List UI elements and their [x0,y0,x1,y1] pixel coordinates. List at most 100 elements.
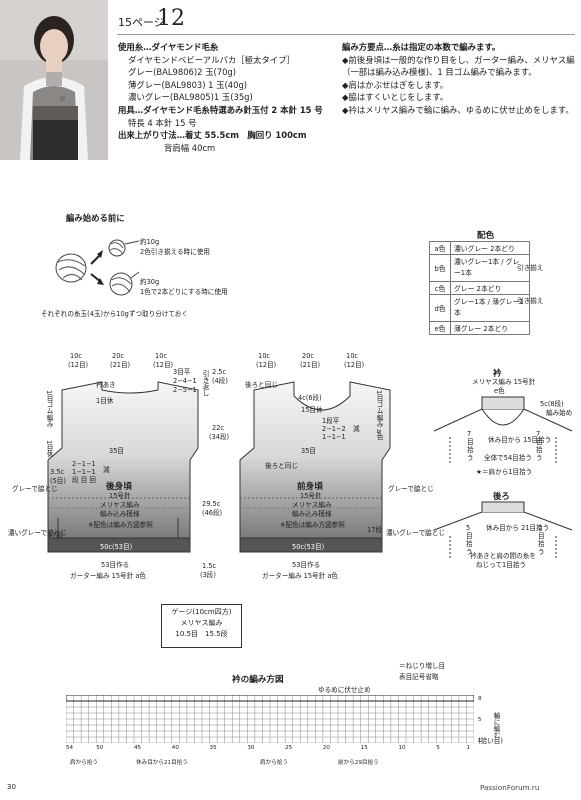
collar-back-title: 後ろ [493,491,510,501]
back-dim: (12目) [153,361,174,369]
back-garter-h: 1.5c [202,562,217,570]
front-dim: 20c [302,352,315,360]
collar-back-picked: 休み目から 21目拾う [486,524,550,532]
collar-height: 5c(8段) [540,400,564,408]
materials-list: 使用糸…ダイヤモンド毛糸 ダイヤモンドベビーアルパカ［極太タイプ］ グレー(BA… [118,41,323,154]
back-yoke-h: 22c [212,424,225,432]
chart-x-label: 50 [96,745,104,751]
chart-legend-1: ＝ねじり増し目 [399,662,446,670]
materials-line: ダイヤモンドベビーアルパカ［極太タイプ］ [128,54,295,65]
gauge-value: 10.5目 15.5段 [175,630,228,638]
back-cast-on: 53目作る [101,561,130,569]
collar-back-pick-right: 5目拾う [538,524,545,556]
ball1-note: 2色引き揃える時に使用 [140,248,210,256]
materials-line: 濃いグレー(BAL9805)1 玉(35g) [128,92,253,103]
back-armhole-dec: 1−1−1 [72,468,96,476]
front-neck-dec: 1−1−1 [322,433,346,441]
color-label: c色 [429,281,451,295]
points-line: （一部は編み込み模様)、1 目ゴム編みで編みます。 [342,67,537,78]
back-neck: 衿あき [96,381,116,389]
back-rib-left: 1目ゴム編み [45,390,53,428]
yarn-balls-illustration [55,239,140,296]
collar-pick-right: 7目拾う [536,430,543,462]
color-value-text: 濃いグレー1本 / グレー1本 [454,258,520,277]
back-side-1: グレーで脇とじ [12,485,58,493]
back-side-2: 濃いグレーで脇とじ [8,529,67,537]
back-35: 35目 [109,447,124,455]
back-armhole-c: 3.5c [50,468,65,476]
gauge-title: ゲージ(10cm四方) [171,608,232,616]
front-same-back: 後ろと同じ [265,462,298,470]
color-label: b色 [429,254,451,282]
back-armhole-dec: 段 目 回 [72,476,96,484]
color-value: 薄グレー 2本どり [450,321,530,335]
collar-back-note2: ねじって1目拾う [476,561,527,569]
collar-pick-left: 7目拾う [467,430,474,462]
collar-stitch: メリヤス編み 15号針 [472,378,536,386]
materials-line: グレー(BAL9806)2 玉(70g) [128,67,236,78]
collar-start: 編み始め [546,409,573,417]
chart-x-label: 35 [209,745,217,751]
back-title: 後身頃 [106,482,132,492]
before-knit-note: それぞれの糸玉(4玉)から10gずつ取り分けておく [41,310,188,318]
page-label: 15ページ [118,16,165,29]
materials-line: 背肩幅 40cm [164,142,216,153]
front-garter: ガーター編み 15号針 a色 [262,572,338,580]
back-color-note: ※配色は編み方図参照 [88,521,153,529]
front-dim: (12目) [256,361,277,369]
chart-side-label: 輪に編む [492,712,500,739]
ball2-weight: 約30g [140,278,160,286]
color-label: a色 [429,241,451,255]
back-body-rows: (46段) [202,509,223,517]
back-dim: 10c [155,352,168,360]
front-dim: 10c [346,352,359,360]
chart-bind-off-row [66,695,474,702]
color-row: c色 グレー 2本どり [429,281,530,295]
front-neck-rest: 15目休 [301,406,323,414]
title-rule [117,34,575,35]
front-title: 前身頃 [297,482,323,492]
chart-row-label: 1 [478,738,482,744]
color-label: e色 [429,321,451,335]
chart-x-label: 5 [436,745,440,751]
gauge-stitch: メリヤス編み [180,619,223,627]
back-garter: ガーター編み 15号針 a色 [70,572,146,580]
color-row: e色 薄グレー 2本どり [429,321,530,335]
back-dec: 減 [103,466,110,474]
chart-from-back: 休み目から21目拾う [136,760,188,766]
back-bottom-w: 50c(53目) [100,543,133,551]
points-line: ◆前後身頃は一般的な作り目をし、ガーター編み、メリヤス編 [342,54,575,65]
points-line: ◆肩はかぶせはぎをします。 [342,79,449,90]
points-line: ◆衿はメリヤス編みで輪に編み、ゆるめに伏せ止めをします。 [342,104,574,115]
before-knit-title: 編み始める前に [66,213,125,223]
color-value: グレー 2本どり [450,281,530,295]
chart-pick-label: (拾い目) [478,737,503,745]
collar-chart-grid [66,695,474,743]
front-pattern: 編み込み模様 [292,510,332,518]
front-neck-dec: 2−1−2 [322,425,346,433]
front-color-note: ※配色は編み方図参照 [280,521,345,529]
chart-x-label: 15 [360,745,368,751]
chart-title: 衿の編み方図 [232,675,284,685]
ball2-note: 1色で2本どりにする時に使用 [140,288,228,296]
back-rib-top: 1目休 [96,397,114,405]
front-needle: 15号針 [300,492,322,500]
front-35: 35目 [301,447,316,455]
chart-x-label: 25 [285,745,293,751]
gauge-box: ゲージ(10cm四方) メリヤス編み 10.5目 15.5段 [161,604,242,648]
back-body-diagram [47,381,199,553]
front-dim: (21目) [300,361,321,369]
materials-line: 薄グレー(BAL9803) 1 玉(40g) [128,79,248,90]
chart-from-shoulder-mid: 肩から拾う [260,760,288,766]
materials-line: 出来上がり寸法…着丈 55.5cm 胸回り 100cm [118,130,307,141]
collar-back-note1: 衿あきと肩の間の糸を [470,552,536,560]
chart-x-label: 1 [466,745,470,751]
site-watermark: PassionForum.ru [480,783,540,792]
materials-line: 特長 4 本針 15 号 [128,117,197,128]
chart-bind-off: ゆるめに伏せ止め [318,686,371,694]
pattern-number: 12 [157,6,185,31]
back-armhole-rows: (5目) [50,477,66,485]
front-dim: 10c [258,352,271,360]
chart-x-label: 30 [247,745,255,751]
front-row-label: 17段 [367,526,382,534]
